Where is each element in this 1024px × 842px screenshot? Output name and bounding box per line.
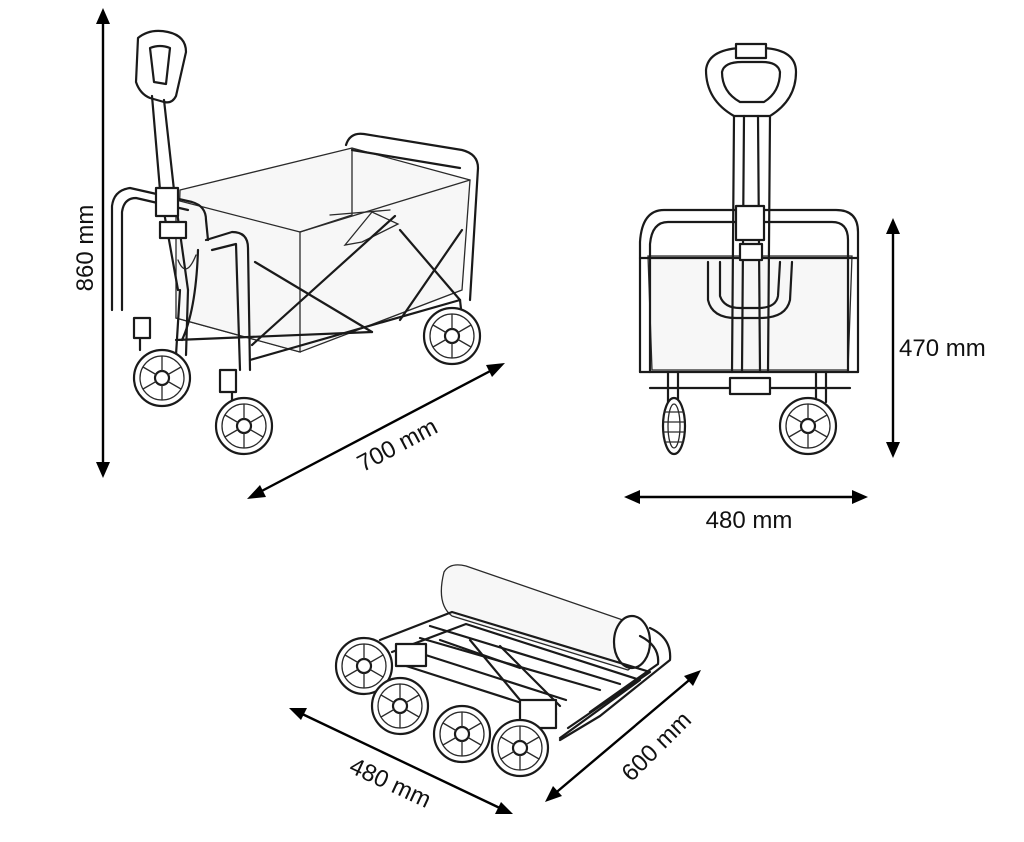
perspective-wheel-front-left [132, 348, 192, 408]
perspective-view-drawing [110, 29, 482, 456]
folded-wheel-2 [370, 676, 430, 736]
perspective-wheel-back-right [422, 306, 482, 366]
front-view-drawing [638, 42, 860, 456]
front-wheel-right [778, 396, 838, 456]
front-wheel-left [661, 396, 687, 456]
folded-wheel-3 [432, 704, 492, 764]
dimension-label-perspective-height: 860 mm [72, 205, 99, 292]
dimension-label-front-height: 470 mm [899, 335, 986, 362]
perspective-wheel-front-right [214, 396, 274, 456]
dimension-label-perspective-length: 700 mm [353, 413, 442, 478]
dimension-arrows [96, 8, 900, 814]
dimension-label-front-width: 480 mm [706, 507, 793, 534]
folded-wheel-4 [490, 718, 550, 778]
folded-view-drawing [334, 564, 672, 778]
dimension-label-folded-length: 600 mm [616, 706, 696, 786]
front-fabric [647, 255, 853, 371]
dimension-label-folded-width: 480 mm [345, 753, 435, 814]
